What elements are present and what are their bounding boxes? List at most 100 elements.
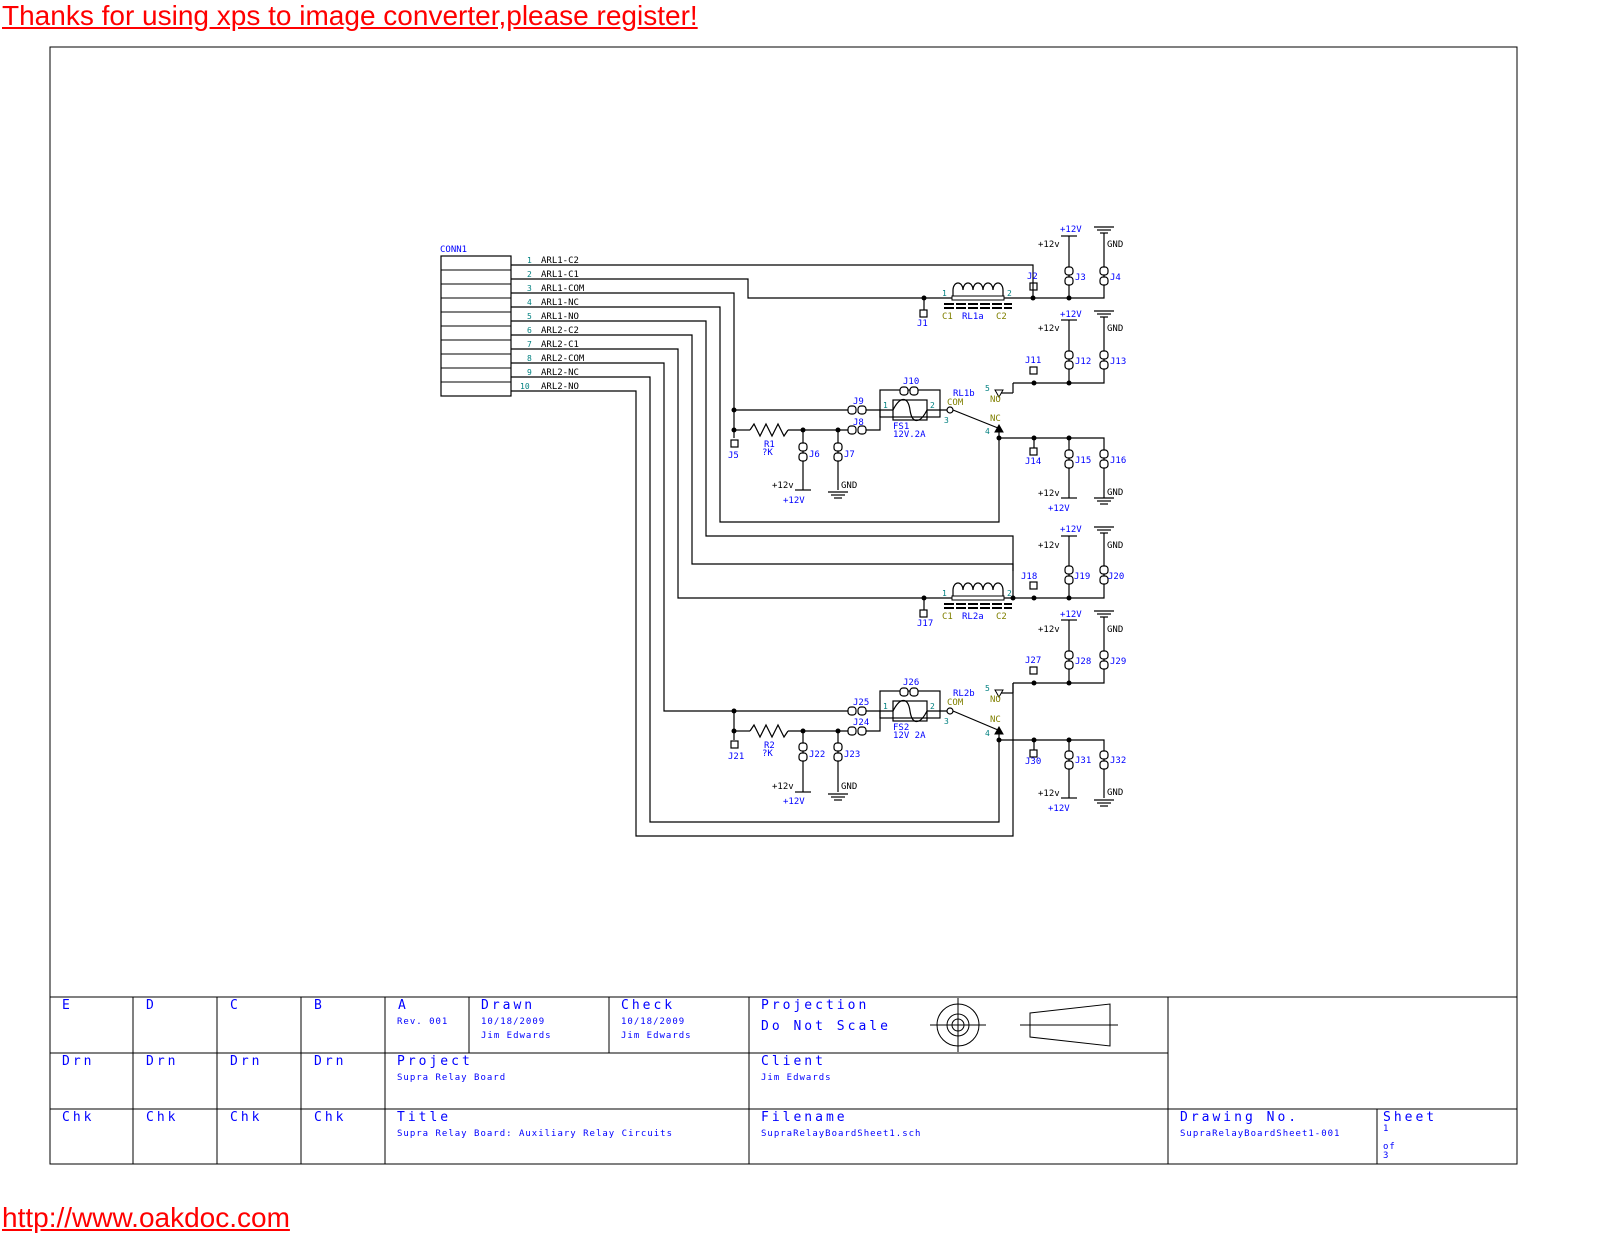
title-value: Supra Relay Board: Auxiliary Relay Circu… [397, 1129, 673, 1139]
jumper-j17-label: J17 [917, 619, 933, 629]
vcc-text-j19: +12v [1038, 541, 1060, 551]
sheet-border [49, 46, 1518, 1165]
converter-banner-link[interactable]: Thanks for using xps to image converter,… [2, 0, 698, 31]
vcc-text-j15: +12v [1038, 489, 1060, 499]
relay2-coil-ref: RL2a [962, 612, 984, 622]
jumper-j15-label: J15 [1075, 456, 1091, 466]
jumper-j26-label: J26 [903, 678, 919, 688]
relay2-coil-pin2: 2 [1007, 589, 1012, 598]
vcc-label-j15: +12V [1048, 504, 1070, 514]
filename-value: SupraRelayBoardSheet1.sch [761, 1129, 921, 1139]
sheet-of: of [1383, 1142, 1396, 1152]
sheet-label: Sheet [1383, 1110, 1437, 1125]
jumper-j24-label: J24 [853, 718, 869, 728]
drawn-label: Drawn [481, 998, 535, 1013]
client-label: Client [761, 1054, 826, 1069]
fs1-pin1: 1 [883, 401, 888, 410]
vcc-text-j22: +12v [772, 782, 794, 792]
jumper-j30-label: J30 [1025, 757, 1041, 767]
jumper-j19-label: J19 [1074, 572, 1090, 582]
jumper-j32-label: J32 [1110, 756, 1126, 766]
wire-arl1-no [511, 320, 1014, 571]
rev-letter: E [62, 998, 73, 1013]
jumper-j5-label: J5 [728, 451, 739, 461]
vcc-text-j31: +12v [1038, 789, 1060, 799]
relay2-coil-c1-label: C1 [942, 612, 953, 622]
wire-arl2-nc [511, 376, 1000, 823]
jumper-j3-label: J3 [1075, 273, 1086, 283]
check-by: Jim Edwards [621, 1031, 692, 1041]
chk-cell: Chk [314, 1110, 346, 1125]
connector-pin-net: ARL2-C1 [541, 340, 579, 350]
relay1-block: J1 1 2 C1 RL1a C2 J2 J3 J4 +12V +12v GND… [728, 225, 1126, 514]
drawing-no-label: Drawing No. [1180, 1110, 1299, 1125]
vcc-label-j19: +12V [1060, 525, 1082, 535]
relay1-contact-ref: RL1b [953, 389, 975, 399]
relay1-coil-c1-label: C1 [942, 312, 953, 322]
jumper-j2-label: J2 [1027, 272, 1038, 282]
drawn-by: Jim Edwards [481, 1031, 552, 1041]
vcc-label-j6: +12V [783, 496, 805, 506]
relay2-coil-c2-label: C2 [996, 612, 1007, 622]
jumper-j4-label: J4 [1110, 273, 1121, 283]
gnd-label-j20: GND [1107, 541, 1123, 551]
relay1-pin-nc: 4 [985, 427, 990, 436]
wire-arl2-c1 [511, 348, 924, 599]
relay1-com-label: COM [947, 398, 964, 408]
relay1-no-label: NO [990, 395, 1001, 405]
connector-pin-net: ARL2-NO [541, 382, 579, 392]
rev-letter: B [314, 998, 325, 1013]
rev-letter: D [146, 998, 157, 1013]
vcc-text-j12: +12v [1038, 324, 1060, 334]
connector-pin-net: ARL1-NC [541, 298, 579, 308]
resistor-r2 [749, 723, 789, 739]
rev-value: Rev. 001 [397, 1017, 448, 1027]
oakdoc-footer-link[interactable]: http://www.oakdoc.com [2, 1202, 290, 1233]
relay2-coil-symbol [952, 582, 1004, 598]
drn-cell: Drn [314, 1054, 346, 1069]
connector-pin-number: 4 [527, 298, 532, 307]
relay2-pin-no: 5 [985, 684, 990, 693]
fs1-value: 12V.2A [893, 430, 926, 440]
jumper-j6-label: J6 [809, 450, 820, 460]
relay2-pin-com: 3 [944, 717, 949, 726]
wire-arl2-c2 [511, 334, 1014, 598]
jumper-j10-label: J10 [903, 377, 919, 387]
jumper-j31-label: J31 [1075, 756, 1091, 766]
fs2-ref: FS2 [893, 723, 909, 733]
relay2-nc-label: NC [990, 715, 1001, 725]
projection-value: Do Not Scale [761, 1019, 891, 1034]
fs1-ref: FS1 [893, 422, 909, 432]
gnd-label-j29: GND [1107, 625, 1123, 635]
connector-pin-net: ARL1-C1 [541, 270, 579, 280]
check-label: Check [621, 998, 675, 1013]
connector-pin-number: 8 [527, 354, 532, 363]
fs2-pin1: 1 [883, 702, 888, 711]
sheet-num: 1 [1383, 1124, 1389, 1134]
relay1-coil-ref: RL1a [962, 312, 984, 322]
resistor-r1 [749, 422, 789, 438]
connector-pin-number: 1 [527, 256, 532, 265]
chk-cell: Chk [62, 1110, 94, 1125]
jumper-j9-label: J9 [853, 397, 864, 407]
jumper-j7-label: J7 [844, 450, 855, 460]
relay2-block: J17 1 2 C1 RL2a C2 J18 J19 J20 +12V +12v… [728, 525, 1126, 814]
connector-pin-number: 10 [520, 382, 530, 391]
client-value: Jim Edwards [761, 1073, 832, 1083]
relay1-coil-pin2: 2 [1007, 289, 1012, 298]
connector-pin-net: ARL1-NO [541, 312, 579, 322]
project-value: Supra Relay Board [397, 1073, 506, 1083]
relay1-coil-symbol [952, 282, 1004, 298]
wire-arl2-com [511, 362, 734, 712]
chk-cell: Chk [146, 1110, 178, 1125]
filename-label: Filename [761, 1110, 848, 1125]
jumper-j28-label: J28 [1075, 657, 1091, 667]
drawn-date: 10/18/2009 [481, 1017, 545, 1027]
connector-pin-number: 6 [527, 326, 532, 335]
vcc-label-j3: +12V [1060, 225, 1082, 235]
relay1-coil-c2-label: C2 [996, 312, 1007, 322]
jumper-j20-label: J20 [1108, 572, 1124, 582]
